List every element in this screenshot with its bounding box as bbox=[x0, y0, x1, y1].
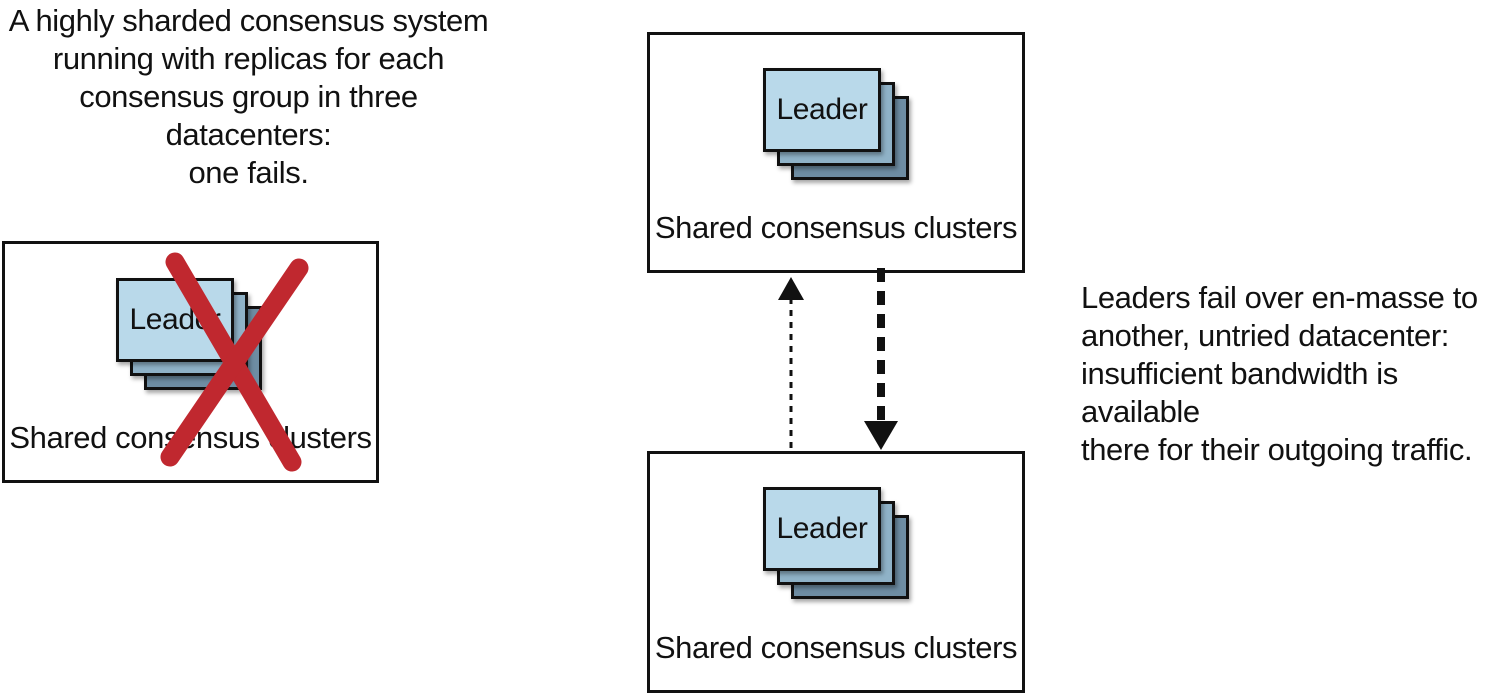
leader-card-front: Leader bbox=[763, 487, 881, 571]
cluster-label: Shared consensus clusters bbox=[654, 210, 1018, 245]
datacenter-bottom: Leader Shared consensus clusters bbox=[647, 451, 1025, 693]
leader-card-front: Leader bbox=[763, 68, 881, 152]
leader-stack-top: Leader bbox=[763, 68, 913, 184]
leader-stack-bottom: Leader bbox=[763, 487, 913, 603]
cluster-label: Shared consensus clusters bbox=[654, 630, 1018, 665]
leader-label: Leader bbox=[776, 512, 868, 545]
dashed-arrow-down-icon bbox=[864, 268, 898, 450]
datacenter-top: Leader Shared consensus clusters bbox=[647, 32, 1025, 273]
caption-right: Leaders fail over en-masse to another, u… bbox=[1081, 280, 1478, 467]
leader-label: Leader bbox=[776, 93, 868, 126]
x-mark-icon bbox=[160, 252, 309, 472]
caption-left: A highly sharded consensus system runnin… bbox=[8, 3, 489, 190]
dotted-arrow-up-icon bbox=[778, 277, 804, 448]
